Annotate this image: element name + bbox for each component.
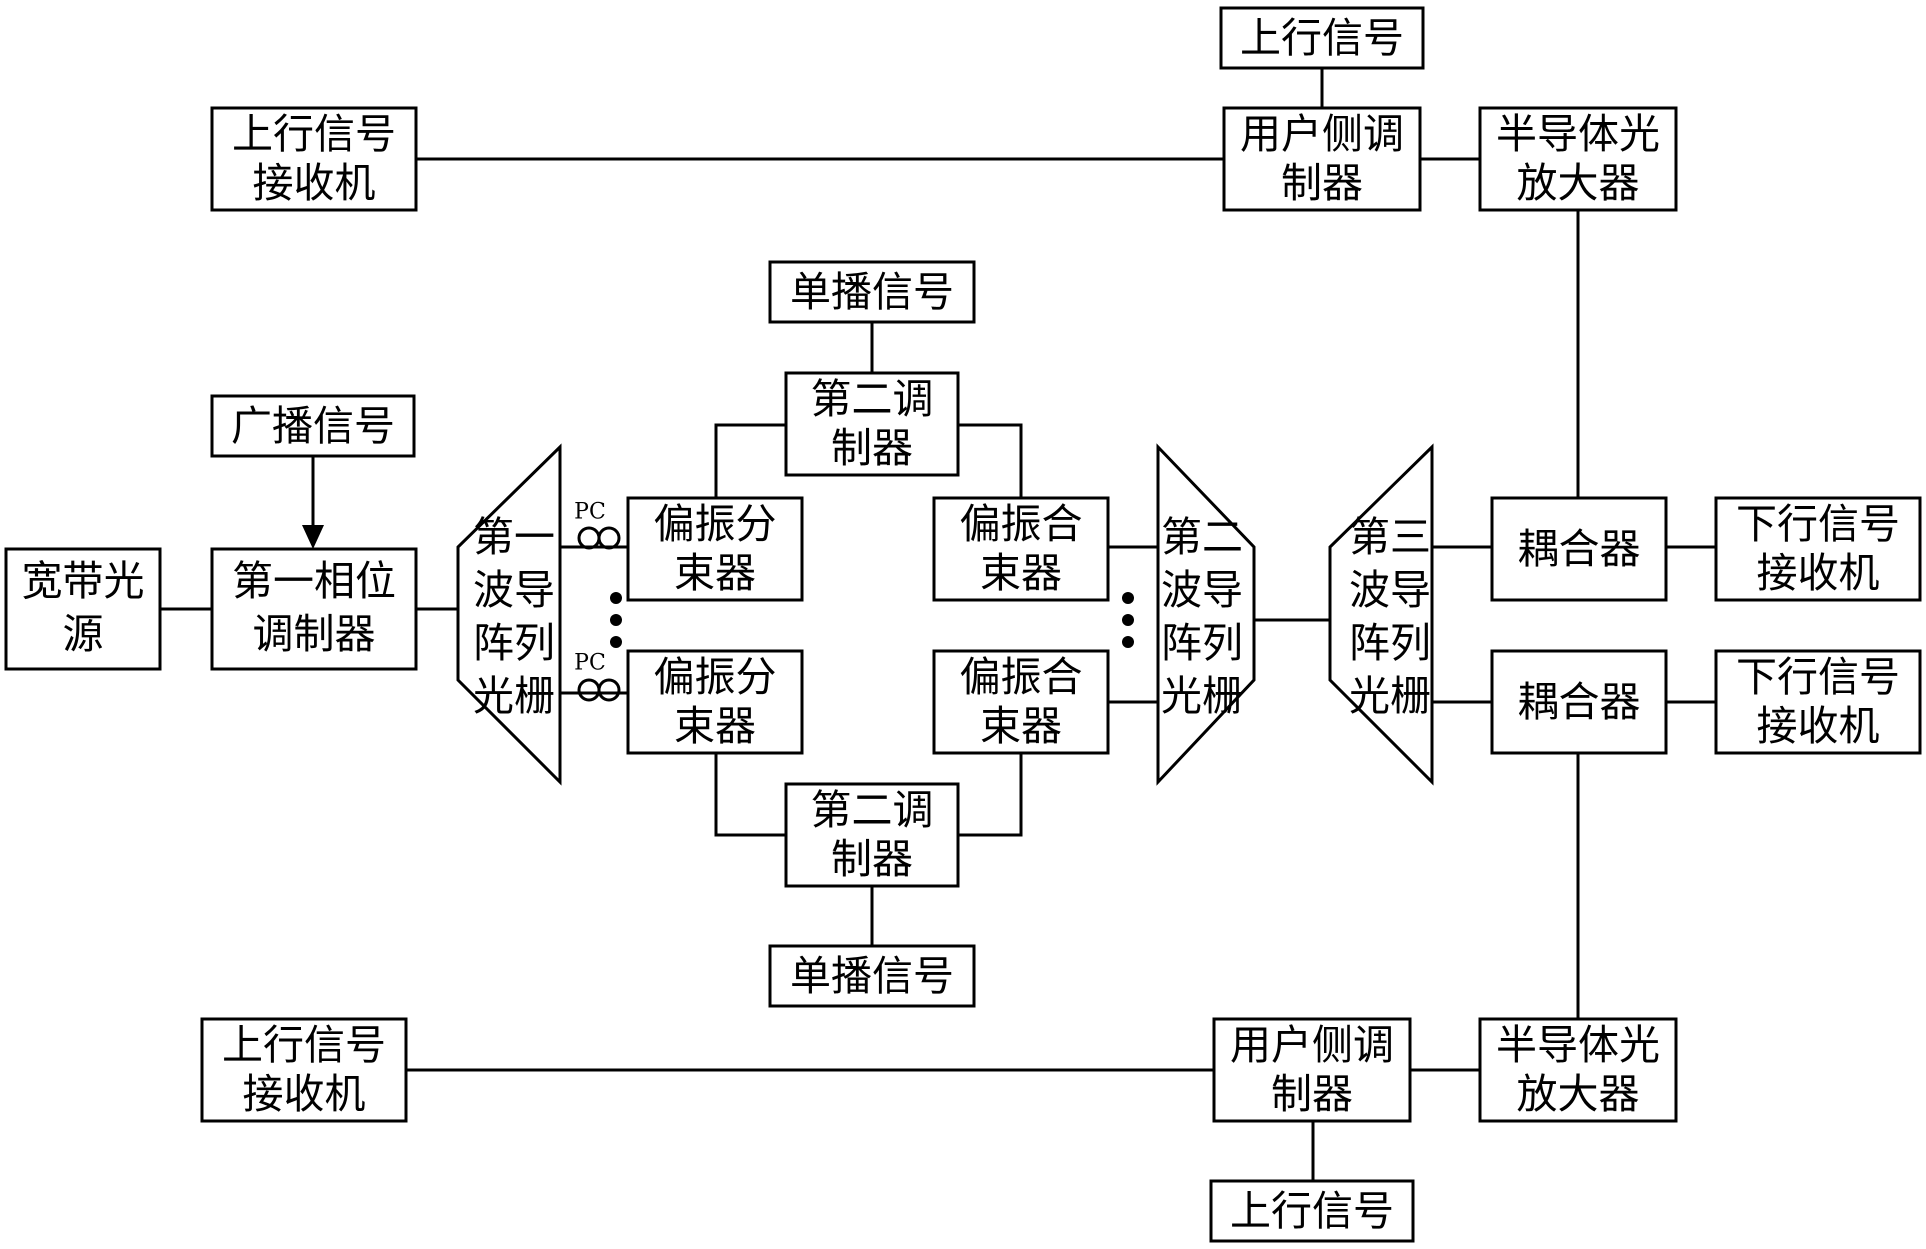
svg-text:调制器: 调制器 <box>253 610 376 658</box>
svg-text:上行信号: 上行信号 <box>1240 14 1404 62</box>
svg-text:PC: PC <box>574 651 606 676</box>
fiber-loop-icon <box>577 526 601 550</box>
svg-text:下行信号: 下行信号 <box>1736 500 1900 548</box>
svg-text:用户侧调: 用户侧调 <box>1240 110 1404 158</box>
svg-text:耦合器: 耦合器 <box>1518 678 1641 726</box>
downlink-receiver-top: 下行信号 接收机 <box>1714 496 1922 602</box>
polarization-splitter-top: 偏振分 束器 <box>626 496 804 602</box>
svg-text:接收机: 接收机 <box>1757 549 1880 597</box>
coupler-top: 耦合器 <box>1490 496 1668 602</box>
second-modulator-bottom: 第二调 制器 <box>784 782 960 888</box>
svg-text:光栅: 光栅 <box>1161 672 1243 720</box>
arrowhead-icon <box>302 525 324 549</box>
svg-text:用户侧调: 用户侧调 <box>1230 1021 1394 1069</box>
polarization-combiner-bottom: 偏振合 束器 <box>932 649 1110 755</box>
svg-text:上行信号: 上行信号 <box>1230 1187 1394 1235</box>
svg-text:制器: 制器 <box>1281 159 1363 207</box>
svg-text:源: 源 <box>63 610 104 658</box>
first-waveguide-array-grating: 第一 波导 阵列 光栅 <box>456 443 562 786</box>
svg-text:阵列: 阵列 <box>473 619 555 667</box>
downlink-receiver-bottom: 下行信号 接收机 <box>1714 649 1922 755</box>
svg-text:束器: 束器 <box>980 702 1062 750</box>
svg-text:广播信号: 广播信号 <box>231 402 395 450</box>
svg-text:第一相位: 第一相位 <box>232 557 396 605</box>
unicast-signal-bottom: 单播信号 <box>768 944 976 1008</box>
second-modulator-top: 第二调 制器 <box>784 371 960 477</box>
polarization-splitter-bottom: 偏振分 束器 <box>626 649 804 755</box>
ellipsis-dots-left <box>610 592 622 648</box>
svg-text:上行信号: 上行信号 <box>232 110 396 158</box>
polarization-combiner-top: 偏振合 束器 <box>932 496 1110 602</box>
uplink-signal-top: 上行信号 <box>1219 6 1425 70</box>
coupler-bottom: 耦合器 <box>1490 649 1668 755</box>
broadcast-signal: 广播信号 <box>210 394 416 458</box>
uplink-signal-bottom: 上行信号 <box>1209 1179 1415 1243</box>
third-waveguide-array-grating: 第三 波导 阵列 光栅 <box>1328 443 1434 786</box>
svg-text:放大器: 放大器 <box>1517 159 1640 207</box>
second-waveguide-array-grating: 第二 波导 阵列 光栅 <box>1156 443 1256 786</box>
svg-text:单播信号: 单播信号 <box>790 268 954 316</box>
svg-text:制器: 制器 <box>1271 1070 1353 1118</box>
svg-text:波导: 波导 <box>1349 566 1431 614</box>
svg-text:束器: 束器 <box>980 549 1062 597</box>
svg-text:制器: 制器 <box>831 835 913 883</box>
svg-text:PC: PC <box>574 500 606 525</box>
svg-text:第二调: 第二调 <box>811 375 934 423</box>
svg-text:宽带光: 宽带光 <box>22 557 145 605</box>
fiber-loop-icon <box>577 678 601 702</box>
svg-text:半导体光: 半导体光 <box>1496 110 1660 158</box>
fiber-loop-icon <box>597 526 621 550</box>
svg-text:光栅: 光栅 <box>1349 672 1431 720</box>
broadband-source: 宽带光 源 <box>4 547 162 671</box>
user-side-modulator-bottom: 用户侧调 制器 <box>1212 1017 1412 1123</box>
svg-text:光栅: 光栅 <box>473 672 555 720</box>
svg-text:阵列: 阵列 <box>1161 619 1243 667</box>
unicast-signal-top: 单播信号 <box>768 260 976 324</box>
svg-text:制器: 制器 <box>831 424 913 472</box>
svg-text:耦合器: 耦合器 <box>1518 525 1641 573</box>
user-side-modulator-top: 用户侧调 制器 <box>1222 106 1422 212</box>
svg-text:上行信号: 上行信号 <box>222 1021 386 1069</box>
fiber-loop-icon <box>597 678 621 702</box>
uplink-receiver-bottom: 上行信号 接收机 <box>200 1017 408 1123</box>
svg-text:接收机: 接收机 <box>253 159 376 207</box>
svg-text:第二: 第二 <box>1161 513 1243 561</box>
svg-text:束器: 束器 <box>674 549 756 597</box>
svg-text:放大器: 放大器 <box>1517 1070 1640 1118</box>
svg-text:偏振合: 偏振合 <box>960 500 1083 548</box>
uplink-receiver-top: 上行信号 接收机 <box>210 106 418 212</box>
polarization-controller-bottom: PC <box>574 651 621 702</box>
svg-text:单播信号: 单播信号 <box>790 952 954 1000</box>
svg-text:波导: 波导 <box>1161 566 1243 614</box>
first-phase-modulator: 第一相位 调制器 <box>210 547 418 671</box>
svg-text:偏振合: 偏振合 <box>960 653 1083 701</box>
ellipsis-dots-right <box>1122 592 1134 648</box>
svg-text:第一: 第一 <box>473 513 555 561</box>
polarization-controller-top: PC <box>574 500 621 550</box>
svg-text:第二调: 第二调 <box>811 786 934 834</box>
svg-text:阵列: 阵列 <box>1349 619 1431 667</box>
svg-text:偏振分: 偏振分 <box>654 500 777 548</box>
svg-text:波导: 波导 <box>473 566 555 614</box>
svg-text:接收机: 接收机 <box>243 1070 366 1118</box>
svg-text:第三: 第三 <box>1349 513 1431 561</box>
semiconductor-amplifier-bottom: 半导体光 放大器 <box>1478 1017 1678 1123</box>
semiconductor-amplifier-top: 半导体光 放大器 <box>1478 106 1678 212</box>
svg-text:下行信号: 下行信号 <box>1736 653 1900 701</box>
svg-text:半导体光: 半导体光 <box>1496 1021 1660 1069</box>
svg-text:接收机: 接收机 <box>1757 702 1880 750</box>
svg-text:偏振分: 偏振分 <box>654 653 777 701</box>
svg-text:束器: 束器 <box>674 702 756 750</box>
